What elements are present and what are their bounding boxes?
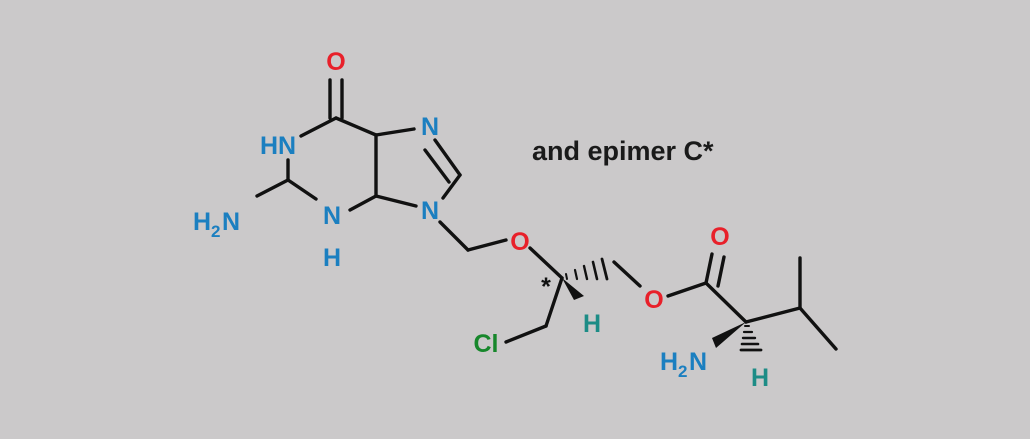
bond-alpha-beta (744, 306, 802, 324)
solid-wedge-chiral-h (562, 278, 584, 300)
atom-ether-oxygen: O (510, 228, 529, 256)
atom-carbonyl-oxygen-2: O (710, 223, 729, 251)
bond-c-o-b (716, 255, 726, 288)
bond-c8-n9 (441, 173, 462, 200)
hashed-wedge-alpha-h (739, 325, 763, 352)
bond-n7-c8-a (433, 138, 462, 177)
caption-epimer: and epimer C* (532, 136, 714, 166)
bond-layer (255, 78, 838, 352)
atom-h2n-subscript: 2 (211, 222, 220, 241)
bond-n9-ch2 (438, 220, 470, 252)
bond-c-alpha (704, 281, 748, 324)
hashed-wedge-chiral (565, 257, 609, 281)
bond-beta-me2 (798, 306, 838, 351)
bond-n9-c4 (374, 194, 418, 208)
solid-wedge-alpha-n (712, 322, 746, 348)
atom-hn-ring: HN (260, 132, 296, 160)
atom-imidazole-n9: N (421, 197, 439, 225)
atom-carbonyl-oxygen: O (326, 48, 345, 76)
bond-o-chiral-c (528, 246, 564, 280)
stereo-marker: * (541, 273, 551, 301)
atom-valine-h2n-n: N (689, 348, 707, 376)
atom-layer: O HN H 2 N N H N N O * H Cl O O H 2 N H (193, 48, 769, 392)
bond-c2-n3 (286, 178, 318, 201)
atom-chiral-hydrogen: H (583, 310, 601, 338)
bond-ch2-o (466, 238, 508, 252)
bond-c5-c6 (334, 116, 378, 137)
bond-c2-nh2 (255, 178, 290, 198)
atom-imidazole-n7: N (421, 113, 439, 141)
bond-n3-c4 (348, 194, 378, 212)
atom-ring-n3: N (323, 202, 341, 230)
atom-h2n-h: H (193, 208, 211, 236)
atom-h2n-n: N (222, 208, 240, 236)
atom-chlorine: Cl (474, 330, 499, 358)
atom-ester-oxygen: O (644, 286, 663, 314)
bond-c-o-a (704, 252, 714, 285)
bond-ch2-ester-o (612, 260, 642, 288)
atom-valine-h2n-subscript: 2 (678, 362, 687, 381)
amino-group-valine: H 2 N (660, 348, 707, 381)
amino-group-c2: H 2 N (193, 208, 240, 241)
bond-ch2-cl (504, 324, 548, 344)
bond-n7-c8-b (423, 148, 451, 184)
bond-c6-n1 (299, 116, 338, 138)
bond-chiral-c-ch2cl (544, 276, 564, 328)
atom-valine-h2n-h: H (660, 348, 678, 376)
atom-ring-n3-h: H (323, 244, 341, 272)
bond-c5-n7 (374, 127, 416, 137)
bond-ester-o-c (666, 281, 708, 298)
atom-valine-hydrogen: H (751, 364, 769, 392)
